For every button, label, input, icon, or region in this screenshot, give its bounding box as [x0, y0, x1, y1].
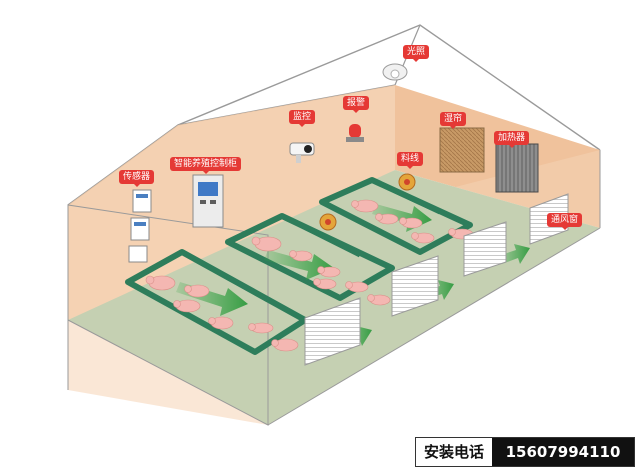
- label-heater: 加热器: [494, 131, 530, 148]
- label-vent-window: 通风窗: [547, 213, 583, 230]
- pen-divider-lines: [180, 177, 442, 303]
- ceiling-light-device: [382, 63, 408, 81]
- label-control-cabinet: 智能养殖控制柜: [170, 157, 242, 174]
- pen-3: [319, 177, 473, 255]
- vent-window-1: [304, 297, 361, 366]
- label-feed-line: 料线: [397, 152, 424, 169]
- wet-curtain-panel: [439, 127, 485, 173]
- label-light: 光照: [403, 45, 430, 62]
- label-alarm: 报警: [343, 96, 370, 113]
- vent-window-2: [391, 255, 439, 317]
- contact-phone: 15607994110: [492, 438, 634, 466]
- vent-window-3: [463, 221, 507, 277]
- label-monitor: 监控: [289, 110, 316, 127]
- heater-panel: [495, 143, 539, 193]
- pigs: [145, 199, 474, 352]
- camera-device: [289, 142, 315, 163]
- pen-2: [225, 213, 395, 301]
- control-cabinet-device: [192, 174, 224, 228]
- alarm-light-device: [346, 124, 364, 142]
- label-wet-curtain: 湿帘: [440, 112, 467, 129]
- contact-label: 安装电话: [416, 438, 493, 466]
- label-sensor: 传感器: [119, 170, 155, 187]
- feeders: [319, 173, 416, 231]
- sensor-devices: [128, 189, 152, 263]
- contact-banner: 安装电话 15607994110: [415, 437, 635, 467]
